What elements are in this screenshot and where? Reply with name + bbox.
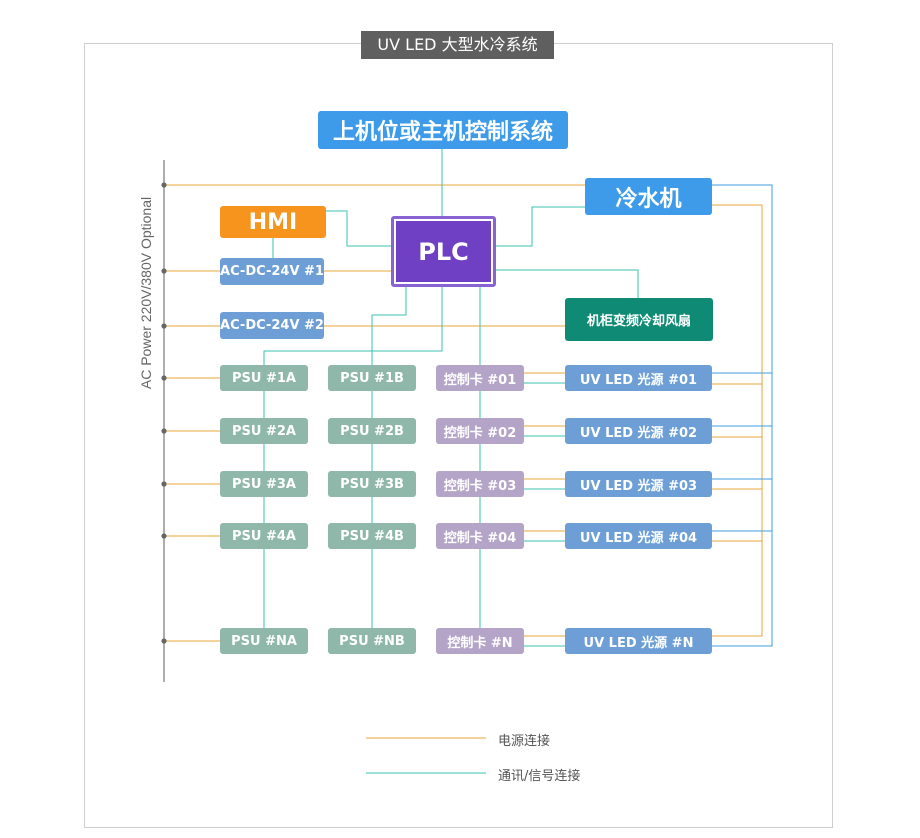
acdc-24v-2: AC-DC-24V #2 bbox=[220, 312, 324, 339]
power-lines bbox=[164, 184, 763, 642]
control-lines bbox=[712, 184, 773, 647]
legend-power-label: 电源连接 bbox=[498, 734, 551, 749]
plc: PLC bbox=[391, 216, 496, 287]
psu-b: PSU #NB bbox=[328, 628, 416, 654]
signal-lines bbox=[263, 149, 639, 647]
uv-led-source: UV LED 光源 #04 bbox=[565, 523, 712, 549]
control-card: 控制卡 #03 bbox=[436, 471, 524, 497]
diagram-title: UV LED 大型水冷系统 bbox=[361, 31, 554, 59]
uv-led-source: UV LED 光源 #N bbox=[565, 628, 712, 654]
host-control-system: 上机位或主机控制系统 bbox=[318, 111, 568, 149]
chiller: 冷水机 bbox=[585, 178, 712, 215]
uv-led-source: UV LED 光源 #02 bbox=[565, 418, 712, 444]
psu-a: PSU #NA bbox=[220, 628, 308, 654]
psu-a: PSU #3A bbox=[220, 471, 308, 497]
psu-a: PSU #4A bbox=[220, 523, 308, 549]
cabinet-cooling-fan: 机柜变频冷却风扇 bbox=[565, 298, 713, 341]
control-card: 控制卡 #04 bbox=[436, 523, 524, 549]
uv-led-source: UV LED 光源 #03 bbox=[565, 471, 712, 497]
psu-b: PSU #3B bbox=[328, 471, 416, 497]
psu-b: PSU #2B bbox=[328, 418, 416, 444]
psu-a: PSU #2A bbox=[220, 418, 308, 444]
control-card: 控制卡 #01 bbox=[436, 365, 524, 391]
psu-a: PSU #1A bbox=[220, 365, 308, 391]
uv-led-source: UV LED 光源 #01 bbox=[565, 365, 712, 391]
ac-power-label: AC Power 220V/380V Optional bbox=[138, 196, 154, 390]
psu-b: PSU #1B bbox=[328, 365, 416, 391]
legend-signal-label: 通讯/信号连接 bbox=[498, 769, 581, 784]
hmi: HMI bbox=[220, 206, 326, 238]
acdc-24v-1: AC-DC-24V #1 bbox=[220, 258, 324, 285]
control-card: 控制卡 #N bbox=[436, 628, 524, 654]
control-card: 控制卡 #02 bbox=[436, 418, 524, 444]
bus-junctions bbox=[161, 182, 167, 644]
psu-b: PSU #4B bbox=[328, 523, 416, 549]
